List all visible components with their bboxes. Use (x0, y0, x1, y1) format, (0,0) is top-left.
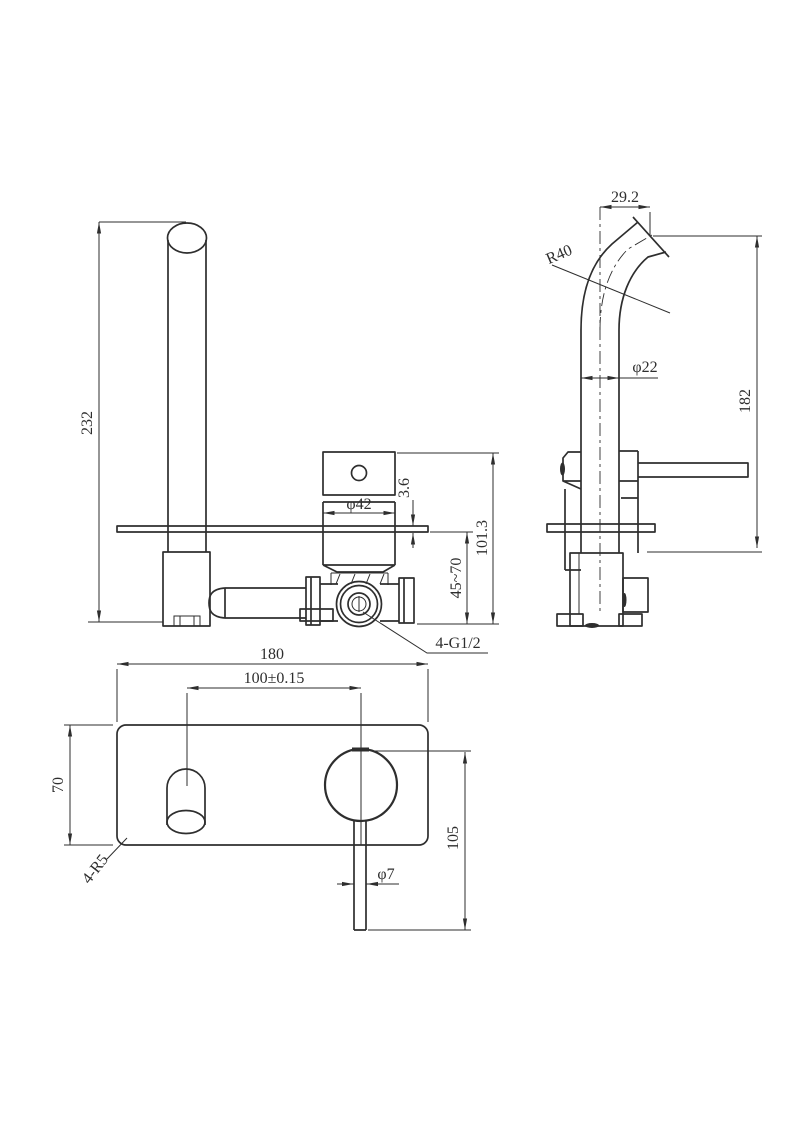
lever-bar (638, 462, 749, 478)
handle-pin-circle (350, 464, 368, 482)
dim-bend-radius: R40 (544, 242, 575, 268)
wall-plate-edge (116, 525, 429, 533)
spout-outer-edge (580, 221, 639, 553)
lever-rod (353, 821, 367, 931)
valve-bracket (299, 608, 334, 622)
spout-tip-ellipse (166, 222, 208, 254)
dim-hole-centres: 100±0.15 (244, 670, 305, 687)
spout-inner-edge (618, 251, 667, 553)
dim-plate-width: 180 (260, 646, 284, 663)
side-view: 29.2 R40 φ22 182 (544, 189, 762, 628)
dim-spout-height: 182 (737, 389, 754, 413)
supply-pipe (208, 587, 306, 619)
valve-left-flange (305, 576, 321, 626)
spout-pipe (167, 240, 207, 552)
dim-overall-height: 232 (79, 411, 96, 435)
dim-plate-thickness: 3.6 (396, 478, 413, 498)
valve-right-flange (398, 577, 415, 624)
inlet-thread-leader (362, 611, 488, 654)
plan-view: 180 100±0.15 70 4-R5 105 φ7 (50, 646, 471, 931)
bend-radius-leader (551, 264, 671, 314)
dim-inlet-thread: 4-G1/2 (435, 635, 480, 652)
wall-plate-side (546, 523, 656, 533)
dim-cartridge-dia: φ42 (346, 496, 371, 513)
dim-plate-height: 70 (50, 777, 67, 793)
valve-block-side (556, 552, 649, 628)
dim-lever-dia: φ7 (377, 866, 394, 883)
front-dimensions: 232 φ42 3.6 45~70 101.3 4-G1/2 (79, 221, 499, 654)
valve-body-lines (320, 583, 399, 622)
handle-cap (322, 451, 396, 496)
spout-base-block (162, 551, 211, 627)
centerline-bend (599, 234, 653, 331)
side-dimensions: 29.2 R40 φ22 182 (544, 189, 762, 553)
plan-dimensions: 180 100±0.15 70 4-R5 105 φ7 (50, 646, 471, 931)
dim-tip-offset: 29.2 (611, 189, 639, 206)
base-notch (173, 615, 201, 626)
front-view: 232 φ42 3.6 45~70 101.3 4-G1/2 (79, 221, 499, 654)
face-plate (116, 724, 429, 846)
dim-lever-length: 105 (445, 826, 462, 850)
dim-spout-dia: φ22 (632, 359, 657, 376)
mixing-valve (335, 580, 383, 628)
corner-radius-leader (106, 837, 128, 860)
dim-body-depth: 101.3 (474, 520, 491, 556)
spout-cut-edge (632, 216, 670, 258)
threaded-neck (330, 572, 389, 585)
dim-mount-depth-range: 45~70 (448, 558, 465, 599)
escutcheon-column (322, 501, 396, 573)
dim-corner-radius: 4-R5 (79, 851, 112, 887)
handle-left-detail (560, 451, 582, 571)
spout-boss (166, 768, 206, 835)
handle-lever (619, 450, 749, 553)
